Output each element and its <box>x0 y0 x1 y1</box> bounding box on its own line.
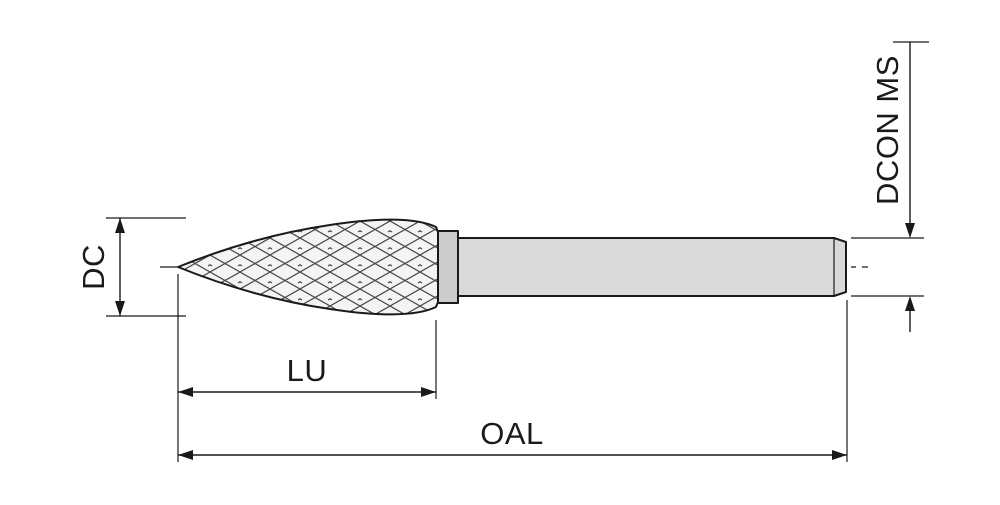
oal-arrow-left-icon <box>178 450 193 460</box>
dc-arrow-up-icon <box>115 218 125 233</box>
dc-label: DC <box>76 244 111 290</box>
lu-dimension: LU <box>177 274 437 462</box>
shank <box>457 237 847 297</box>
dc-arrow-down-icon <box>115 301 125 316</box>
lu-label: LU <box>287 353 328 388</box>
oal-arrow-right-icon <box>832 450 847 460</box>
collar <box>437 230 459 304</box>
oal-dimension: OAL <box>178 300 848 462</box>
dcon-arrow-down-icon <box>905 223 915 238</box>
oal-label: OAL <box>480 416 544 451</box>
dc-dimension: DC <box>76 217 186 317</box>
lu-arrow-right-icon <box>421 387 436 397</box>
lu-arrow-left-icon <box>178 387 193 397</box>
cross-cut-hatch <box>178 219 438 315</box>
burr-head-outline <box>177 218 439 316</box>
dcon-ms-dimension: DCON MS <box>851 41 929 332</box>
dcon-arrow-up-icon <box>905 296 915 311</box>
dcon-ms-label: DCON MS <box>870 55 905 205</box>
